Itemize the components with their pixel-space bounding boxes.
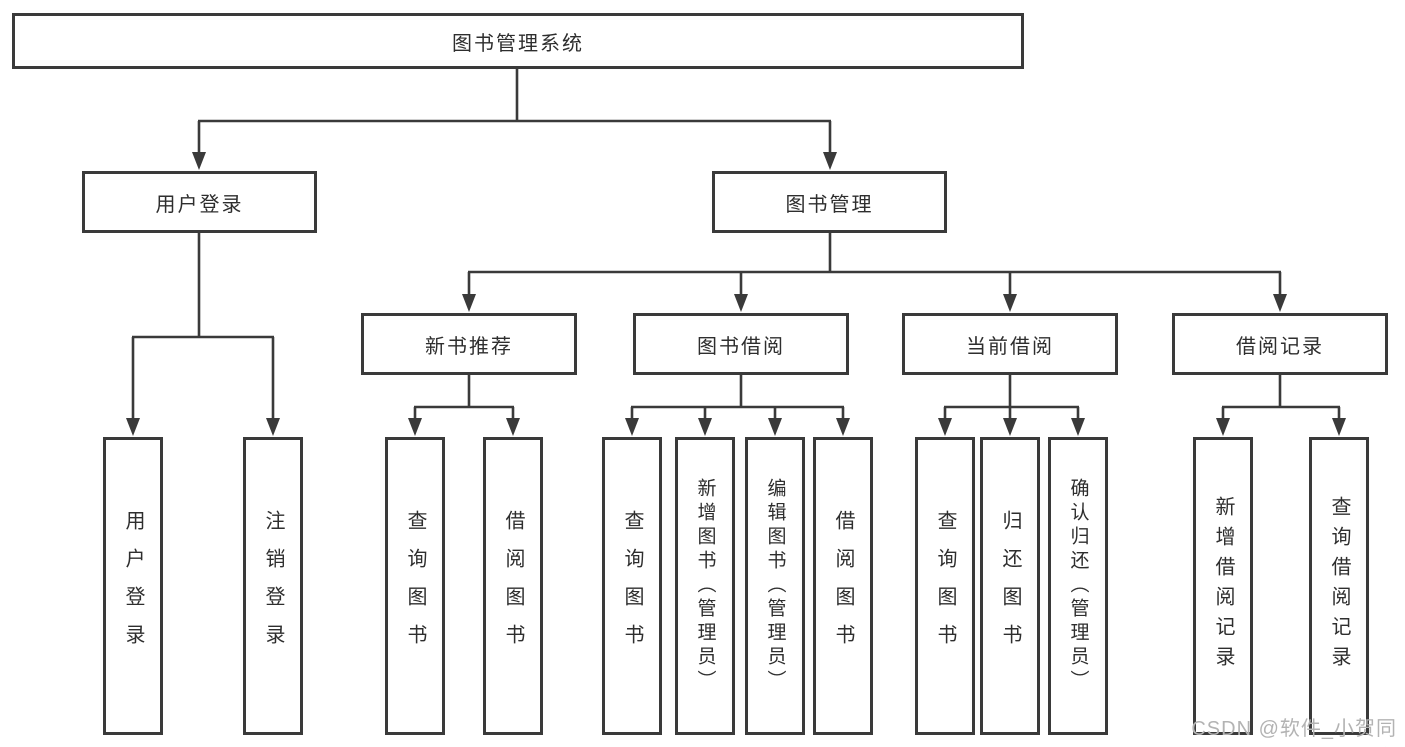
leaf-edit-book-admin-label: 编辑图书（管理员）	[764, 478, 786, 694]
node-new-book-recommend: 新书推荐	[361, 313, 577, 375]
connector-lines	[131, 69, 1341, 421]
leaf-borrow-books: 借阅图书	[813, 437, 873, 735]
node-library-system-label: 图书管理系统	[452, 32, 584, 55]
leaf-add-borrow-record-label: 新增借阅记录	[1212, 496, 1234, 676]
node-user-login-label: 用户登录	[155, 193, 244, 216]
node-book-management: 图书管理	[712, 171, 947, 233]
leaf-edit-book-admin: 编辑图书（管理员）	[745, 437, 805, 735]
leaf-user-login-label: 用户登录	[122, 510, 144, 662]
leaf-query-borrow-record: 查询借阅记录	[1309, 437, 1369, 735]
leaf-user-login: 用户登录	[103, 437, 163, 735]
leaf-add-book-admin-label: 新增图书（管理员）	[694, 478, 716, 694]
leaf-add-borrow-record: 新增借阅记录	[1193, 437, 1253, 735]
leaf-return-book: 归还图书	[980, 437, 1040, 735]
node-user-login: 用户登录	[82, 171, 317, 233]
node-current-borrowing-label: 当前借阅	[966, 335, 1054, 358]
node-current-borrowing: 当前借阅	[902, 313, 1118, 375]
node-book-management-label: 图书管理	[785, 193, 874, 216]
arrow-heads	[126, 152, 1346, 436]
leaf-query-books-current: 查询图书	[915, 437, 975, 735]
leaf-borrow-books-recommend: 借阅图书	[483, 437, 543, 735]
leaf-query-borrow-record-label: 查询借阅记录	[1328, 496, 1350, 676]
node-book-borrowing-label: 图书借阅	[697, 335, 785, 358]
leaf-logout-label: 注销登录	[262, 510, 284, 662]
leaf-add-book-admin: 新增图书（管理员）	[675, 437, 735, 735]
leaf-query-books-recommend-label: 查询图书	[404, 510, 426, 662]
watermark: CSDN @软件_小贺同学	[1191, 718, 1397, 740]
node-new-book-recommend-label: 新书推荐	[425, 335, 513, 358]
leaf-query-books-recommend: 查询图书	[385, 437, 445, 735]
node-borrowing-records-label: 借阅记录	[1236, 335, 1324, 358]
leaf-confirm-return-admin-label: 确认归还（管理员）	[1067, 478, 1089, 694]
leaf-logout: 注销登录	[243, 437, 303, 735]
leaf-query-books-current-label: 查询图书	[934, 510, 956, 662]
node-library-system: 图书管理系统	[12, 13, 1024, 69]
leaf-confirm-return-admin: 确认归还（管理员）	[1048, 437, 1108, 735]
leaf-query-books-borrow-label: 查询图书	[621, 510, 643, 662]
leaf-query-books-borrow: 查询图书	[602, 437, 662, 735]
node-borrowing-records: 借阅记录	[1172, 313, 1388, 375]
node-book-borrowing: 图书借阅	[633, 313, 849, 375]
leaf-borrow-books-label: 借阅图书	[832, 510, 854, 662]
leaf-return-book-label: 归还图书	[999, 510, 1021, 662]
leaf-borrow-books-recommend-label: 借阅图书	[502, 510, 524, 662]
